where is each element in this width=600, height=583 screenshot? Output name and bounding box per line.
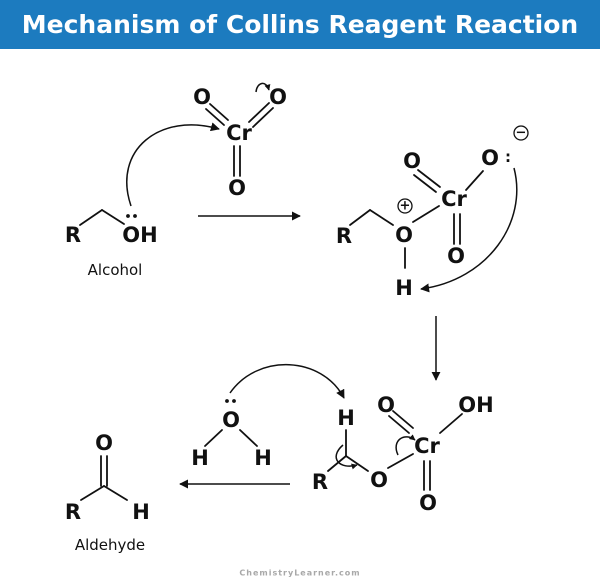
chromate-ester: H R O O Cr OH O [312, 393, 494, 515]
lone-pair-dot [232, 399, 236, 403]
positive-charge-sign: + [400, 199, 411, 214]
alcohol-label: Alcohol [88, 261, 143, 279]
r-group: R [336, 224, 352, 248]
lone-pair-dots: : [505, 148, 511, 166]
oxygen-atom: O [370, 468, 388, 492]
oxygen-atom: O [403, 149, 421, 173]
chromium-atom: Cr [441, 187, 467, 211]
oxygen-atom: O [377, 393, 395, 417]
electron-push-arrow [420, 167, 518, 293]
electron-push-arrow [255, 82, 271, 93]
alcohol-molecule: R OH Alcohol [65, 122, 220, 279]
cro3-molecule: O O Cr O [193, 82, 287, 200]
chromium-atom: Cr [414, 434, 440, 458]
electron-push-arrow [126, 122, 220, 207]
chromate-ester-intermediate: R O + O Cr O : − O H [336, 125, 529, 300]
water-oxygen: O [222, 408, 240, 432]
oxygen-atom: O [419, 491, 437, 515]
hydrogen-atom: H [395, 276, 413, 300]
electron-push-arrow [395, 434, 416, 456]
water-molecule: O H H [191, 363, 345, 470]
electron-push-arrow [229, 363, 345, 399]
r-group: R [65, 500, 81, 524]
watermark: ChemistryLearner.com [239, 569, 360, 578]
r-group: R [65, 223, 81, 247]
oxygen-anion: O [481, 146, 499, 170]
r-group: R [312, 470, 328, 494]
oxygen-atom: O [193, 85, 211, 109]
page-title: Mechanism of Collins Reagent Reaction [0, 0, 600, 49]
electron-push-arrow [335, 444, 358, 470]
hydrogen-atom: H [337, 406, 355, 430]
lone-pair-dot [126, 214, 130, 218]
oxygen-atom: O [447, 244, 465, 268]
aldehyde-molecule: O R H Aldehyde [65, 431, 150, 554]
oxonium-oxygen: O [395, 223, 413, 247]
aldehyde-label: Aldehyde [75, 536, 145, 554]
negative-charge-sign: − [516, 126, 527, 141]
hydrogen-atom: H [254, 446, 272, 470]
oxygen-atom: O [228, 176, 246, 200]
positive-charge-icon [397, 198, 413, 214]
hydroxyl-group: OH [458, 393, 493, 417]
negative-charge-icon [513, 125, 529, 141]
hydrogen-atom: H [132, 500, 150, 524]
lone-pair-dot [133, 214, 137, 218]
oxygen-atom: O [269, 85, 287, 109]
chromium-atom: Cr [226, 121, 252, 145]
lone-pair-dot [225, 399, 229, 403]
hydroxyl-group: OH [122, 223, 157, 247]
carbonyl-oxygen: O [95, 431, 113, 455]
hydrogen-atom: H [191, 446, 209, 470]
